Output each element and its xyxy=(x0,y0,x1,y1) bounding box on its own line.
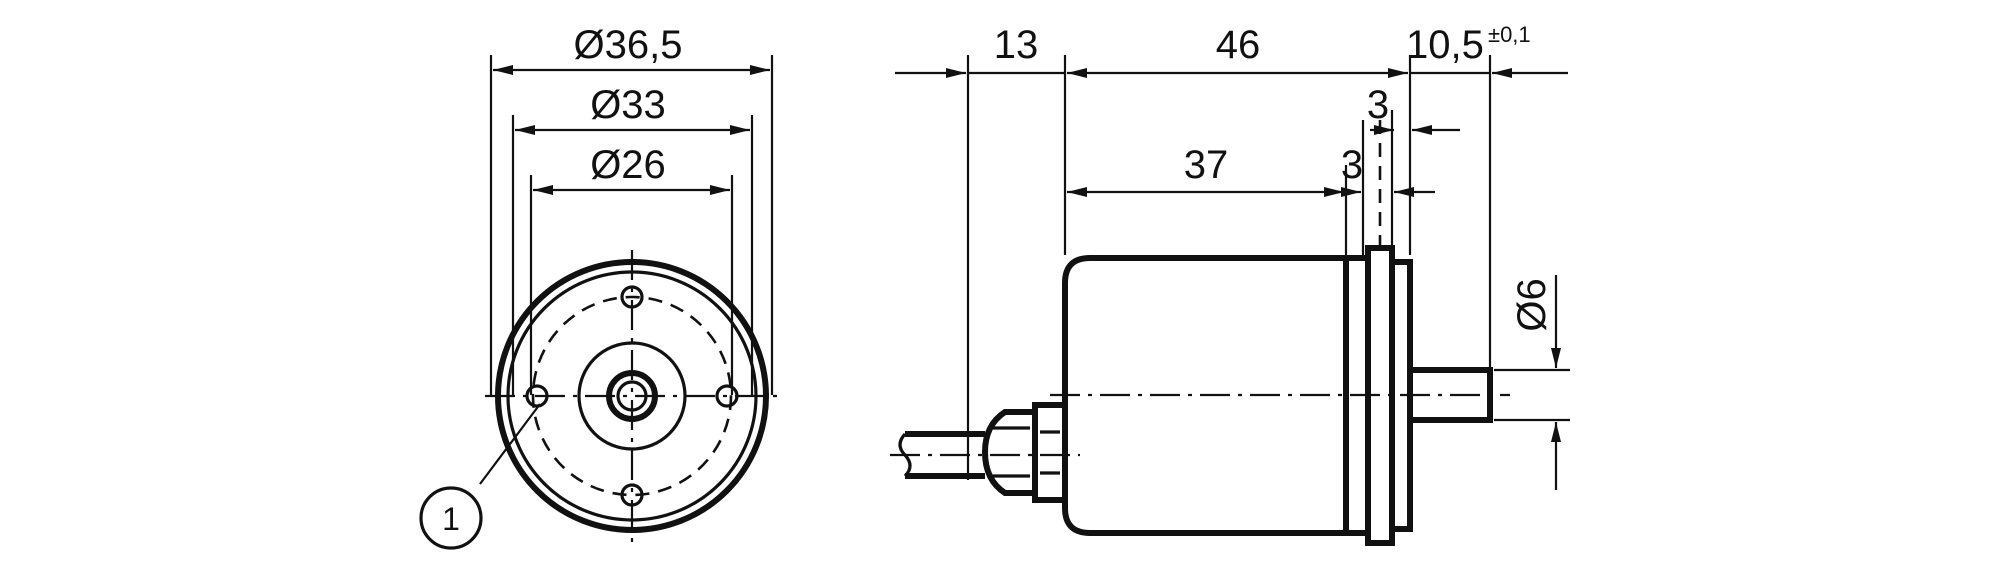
callout-leader xyxy=(479,403,541,485)
cable-gland-nut xyxy=(1032,402,1065,503)
dim-label-body-total: 46 xyxy=(1216,23,1261,67)
callout-circle xyxy=(419,486,483,550)
dim-label-shaft-dia: Ø6 xyxy=(1510,278,1554,331)
side-view: 13 46 10,5 ±0,1 3 37 3 xyxy=(890,22,1570,546)
encoder-body xyxy=(1062,255,1349,536)
bolt-circle xyxy=(531,295,733,497)
front-view: Ø36,5 Ø33 Ø26 1 xyxy=(419,23,780,550)
dim-label-flange-b: 3 xyxy=(1341,143,1363,187)
dim-label-flange-a: 3 xyxy=(1367,83,1389,127)
dim-label-shaft: 10,5 xyxy=(1406,23,1484,67)
callout-label: 1 xyxy=(442,501,460,537)
dim-label-mid: Ø33 xyxy=(590,83,666,127)
dim-label-inner: Ø26 xyxy=(590,143,666,187)
dim-label-outer: Ø36,5 xyxy=(574,23,683,67)
dim-label-cable: 13 xyxy=(994,23,1039,67)
dim-label-body: 37 xyxy=(1184,143,1229,187)
dim-label-shaft-tolerance: ±0,1 xyxy=(1488,22,1531,47)
cable-gland-body xyxy=(981,409,1035,496)
